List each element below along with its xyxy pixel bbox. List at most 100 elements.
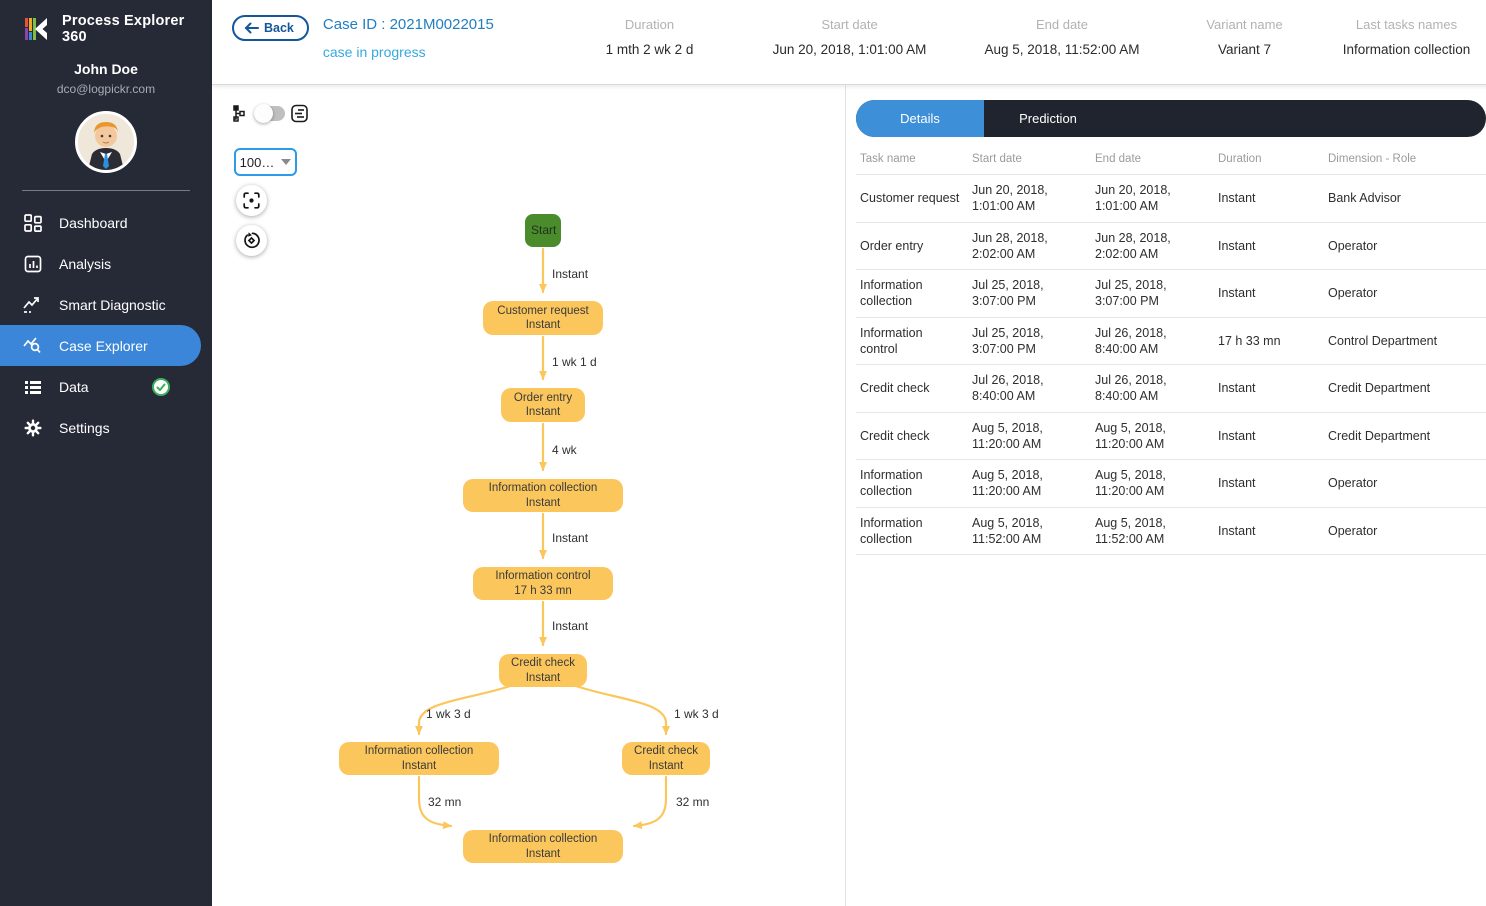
center-focus-icon [243,192,260,209]
edge-label: 1 wk 3 d [674,707,719,721]
reset-view-button[interactable] [236,225,267,256]
cell-duration: Instant [1218,238,1256,253]
back-button[interactable]: Back [232,15,309,41]
table-row[interactable]: Customer request Jun 20, 2018, 1:01:00 A… [856,174,1486,223]
cell-task-name: Information collection [860,278,923,309]
cell-duration: Instant [1218,428,1256,443]
sidebar-item-dashboard[interactable]: Dashboard [0,202,212,243]
user-email: dco@logpickr.com [56,82,156,96]
cell-end-date: Jul 26, 2018, 8:40:00 AM [1095,373,1167,404]
flow-node-name: Order entry [513,391,573,404]
cell-task-name: Information collection [860,468,923,499]
flow-node-name: Customer request [497,304,589,317]
tab-details[interactable]: Details [856,100,984,137]
cell-end-date: Jun 20, 2018, 1:01:00 AM [1095,183,1171,214]
cell-duration: Instant [1218,381,1256,396]
flow-node-customer-request[interactable]: Customer request Instant [483,301,603,335]
zoom-level-dropdown[interactable]: 100… [234,148,297,176]
flow-node-name: Information collection [364,745,474,758]
field-label: End date [1035,17,1089,32]
cell-end-date: Aug 5, 2018, 11:20:00 AM [1095,468,1166,499]
table-row[interactable]: Credit check Jul 26, 2018, 8:40:00 AM Ju… [856,364,1486,413]
sidebar-item-label: Dashboard [59,214,128,231]
cell-dimension-role: Operator [1328,238,1378,253]
flow-node-start[interactable]: Start [525,214,561,247]
cell-dimension-role: Operator [1328,523,1378,538]
col-header-end-date: End date [1095,153,1142,165]
sidebar-divider [22,190,190,191]
cell-start-date: Jul 25, 2018, 3:07:00 PM [972,325,1044,356]
flow-node-name: Credit check [511,657,575,670]
view-toggle[interactable] [254,104,285,123]
cell-task-name: Credit check [860,428,930,443]
edge-label: 1 wk 1 d [552,355,597,369]
field-label: Duration [624,17,675,32]
table-row[interactable]: Credit check Aug 5, 2018, 11:20:00 AM Au… [856,412,1486,460]
flow-node-information-collection-bottom[interactable]: Information collection Instant [463,830,623,863]
flow-node-duration: 17 h 33 mn [514,584,572,597]
fit-to-screen-button[interactable] [236,185,267,216]
cell-end-date: Jul 25, 2018, 3:07:00 PM [1095,278,1167,309]
field-value: Information collection [1342,42,1471,57]
details-panel: Details Prediction Task name Start date … [846,85,1486,906]
edge-label: Instant [552,619,589,633]
cell-start-date: Jul 26, 2018, 8:40:00 AM [972,373,1044,404]
table-row[interactable]: Information collection Aug 5, 2018, 11:2… [856,459,1486,508]
diagram-toolbar [233,104,309,123]
col-header-task-name: Task name [860,153,916,165]
col-header-start-date: Start date [972,153,1022,165]
sidebar-item-case-explorer[interactable]: Case Explorer [0,325,201,366]
table-row[interactable]: Information collection Jul 25, 2018, 3:0… [856,269,1486,318]
flow-node-name: Information collection [488,482,598,495]
edge-label: 32 mn [676,795,710,809]
table-row[interactable]: Information control Jul 25, 2018, 3:07:0… [856,317,1486,365]
smart-diagnostic-icon [23,295,42,314]
cell-duration: Instant [1218,191,1256,206]
flow-node-information-control[interactable]: Information control 17 h 33 mn [473,567,613,600]
sidebar-item-label: Settings [59,419,110,436]
flow-node-information-collection[interactable]: Information collection Instant [463,479,623,512]
flow-node-duration: Instant [525,496,561,509]
flow-node-order-entry[interactable]: Order entry Instant [501,388,585,422]
table-row[interactable]: Information collection Aug 5, 2018, 11:5… [856,507,1486,555]
sidebar: Process Explorer 360 John Doe dco@logpic… [0,0,212,906]
flow-node-credit-check-right[interactable]: Credit check Instant [622,742,710,775]
cell-task-name: Order entry [860,238,924,253]
main-area: Back Case ID : 2021M0022015 case in prog… [212,0,1486,906]
case-id: Case ID : 2021M0022015 [322,16,494,33]
cell-task-name: Information control [860,325,923,356]
tab-prediction[interactable]: Prediction [1019,111,1077,126]
sidebar-item-label: Data [59,378,89,395]
cell-dimension-role: Bank Advisor [1328,191,1401,206]
task-details-table: Task name Start date End date Duration D… [856,143,1486,555]
cell-end-date: Jun 28, 2018, 2:02:00 AM [1095,230,1171,261]
edge-label: 1 wk 3 d [426,707,471,721]
cell-end-date: Aug 5, 2018, 11:52:00 AM [1095,515,1166,546]
sidebar-item-analysis[interactable]: Analysis [0,243,212,284]
chevron-down-icon [281,159,292,165]
process-graph-icon [233,105,250,122]
table-row[interactable]: Order entry Jun 28, 2018, 2:02:00 AM Jun… [856,222,1486,270]
rotate-reset-icon [244,232,260,249]
field-label: Start date [821,17,878,32]
sidebar-item-settings[interactable]: Settings [0,407,212,448]
cell-dimension-role: Credit Department [1328,381,1431,396]
flow-node-credit-check[interactable]: Credit check Instant [499,654,587,687]
field-variant-name: Variant name Variant 7 [1162,17,1327,84]
cell-duration: Instant [1218,523,1256,538]
cell-duration: Instant [1218,286,1256,301]
user-avatar [75,111,137,173]
cell-start-date: Jul 25, 2018, 3:07:00 PM [972,278,1044,309]
cell-task-name: Credit check [860,381,930,396]
cell-dimension-role: Operator [1328,476,1378,491]
sidebar-item-smart-diagnostic[interactable]: Smart Diagnostic [0,284,212,325]
user-name: John Doe [74,61,138,77]
panel-tabbar: Details Prediction [856,100,1486,137]
cell-dimension-role: Control Department [1328,333,1438,348]
field-value: 1 mth 2 wk 2 d [605,42,694,57]
sidebar-item-data[interactable]: Data [0,366,212,407]
flow-node-information-collection-left[interactable]: Information collection Instant [339,742,499,775]
field-label: Variant name [1206,17,1283,32]
logo-row: Process Explorer 360 [0,0,212,45]
case-status: case in progress [322,44,426,60]
